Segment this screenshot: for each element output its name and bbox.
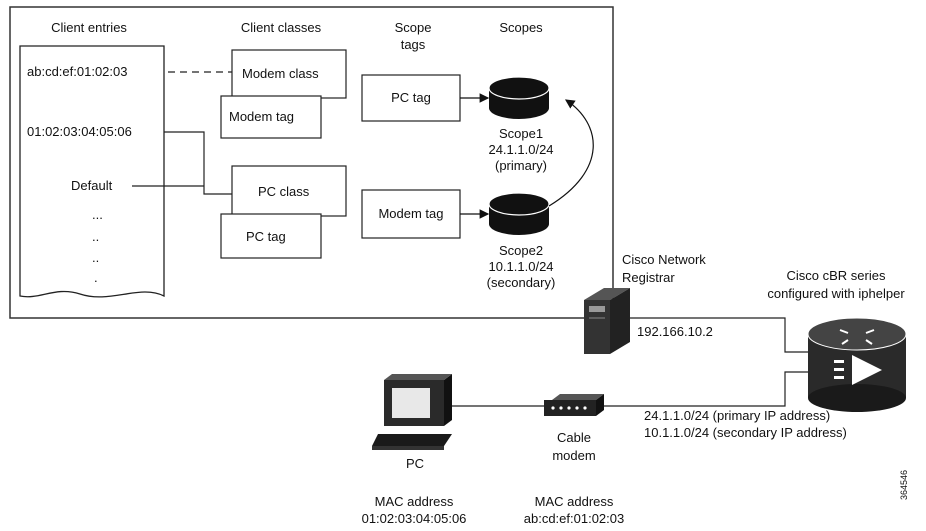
cnr-ip-label: 192.166.10.2 — [637, 324, 713, 339]
client-entries-ellipsis-3: .. — [92, 250, 100, 265]
pc-tag-label: PC tag — [246, 229, 286, 244]
pc-label: PC — [405, 456, 425, 471]
scope-tags-heading-line2: tags — [400, 37, 426, 52]
client-entry-default: Default — [71, 178, 113, 193]
server-icon — [584, 288, 630, 354]
cnr-to-cbr-line — [627, 317, 808, 353]
modem-tag-label: Modem tag — [229, 109, 295, 124]
client-entries-ellipsis-4: . — [94, 270, 98, 285]
secondary-subnet-label: 10.1.1.0/24 (secondary IP address) — [644, 425, 847, 440]
cbr-label-line2: configured with iphelper — [767, 286, 905, 301]
client-entries-ellipsis-1: ... — [92, 207, 103, 222]
modem-class-label: Modem class — [242, 66, 319, 81]
client-entries-heading: Client entries — [51, 20, 127, 35]
scope1-subnet: 24.1.1.0/24 — [488, 142, 554, 157]
cable-modem-icon — [544, 394, 604, 416]
pc-mac-value: 01:02:03:04:05:06 — [361, 511, 467, 526]
scopes-heading: Scopes — [499, 20, 543, 35]
client-entries-ellipsis-2: .. — [92, 229, 100, 244]
scope2-subnet: 10.1.1.0/24 — [488, 259, 554, 274]
scope2-role: (secondary) — [486, 275, 556, 290]
secondary-to-primary-curve-arrow — [548, 99, 594, 207]
scope-pc-tag-box — [361, 74, 461, 122]
figure-id: 364546 — [899, 469, 909, 500]
modem-mac-value: ab:cd:ef:01:02:03 — [523, 511, 625, 526]
cbr-to-modem-line — [604, 371, 808, 407]
pc-mac-title: MAC address — [374, 494, 454, 509]
scope2-name: Scope2 — [498, 243, 544, 258]
client-entries-document — [19, 45, 165, 298]
cbr-label-line1: Cisco cBR series — [786, 268, 886, 283]
cable-modem-label-line1: Cable — [557, 430, 591, 445]
pc-class-box — [231, 165, 347, 217]
modem-tag-box — [220, 95, 322, 139]
pc-class-label: PC class — [258, 184, 310, 199]
cable-modem-label-line2: modem — [552, 448, 596, 463]
scope-pc-tag-label: PC tag — [391, 90, 431, 105]
modem-mac-title: MAC address — [534, 494, 614, 509]
modem-class-box — [231, 49, 347, 99]
client-classes-heading: Client classes — [240, 20, 322, 35]
scope2-database-cylinder-icon — [488, 192, 550, 235]
entry2-to-pc-class-line — [164, 131, 232, 195]
config-frame — [9, 6, 614, 319]
cnr-label-line1: Cisco Network — [622, 252, 706, 267]
scope1-name: Scope1 — [498, 126, 544, 141]
client-entry-pc-mac: 01:02:03:04:05:06 — [27, 124, 132, 139]
scope1-role: (primary) — [495, 158, 547, 173]
scope-modem-tag-box — [361, 189, 461, 239]
scope1-database-cylinder-icon — [488, 76, 550, 119]
pc-tag-box — [220, 213, 322, 259]
pc-icon — [372, 374, 452, 450]
client-entry-modem-mac: ab:cd:ef:01:02:03 — [27, 64, 128, 79]
router-icon — [807, 317, 907, 412]
scope-modem-tag-label: Modem tag — [378, 206, 444, 221]
primary-subnet-label: 24.1.1.0/24 (primary IP address) — [644, 408, 831, 423]
cnr-label-line2: Registrar — [622, 270, 675, 285]
scope-tags-heading-line1: Scope — [394, 20, 432, 35]
